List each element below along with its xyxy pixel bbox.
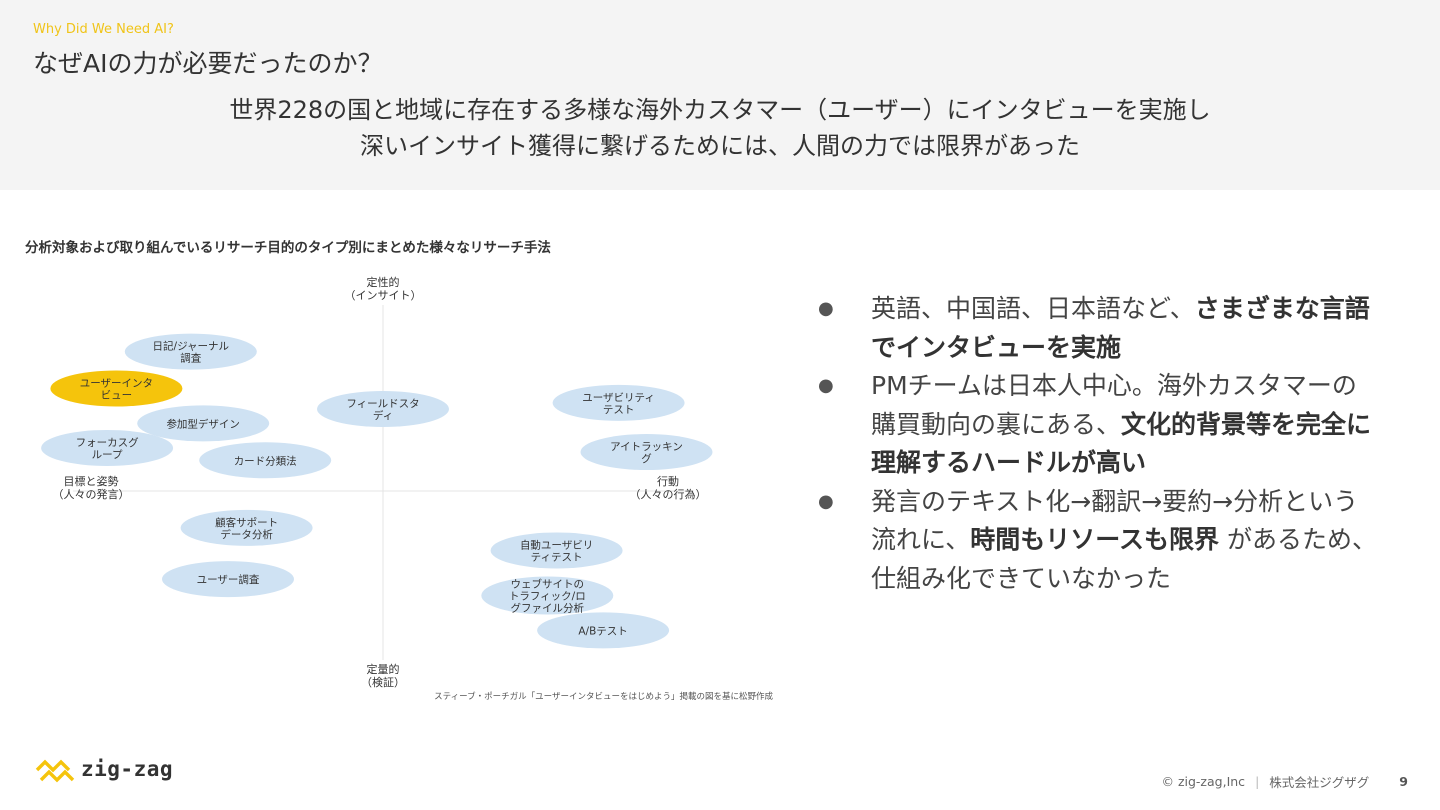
bubble-label: ユーザーインタビュー: [80, 378, 153, 402]
bubble-label: アイトラッキング: [610, 441, 683, 465]
footer: © zig-zag,Inc | 株式会社ジグザグ 9: [1161, 772, 1408, 791]
chart-title: 分析対象および取り組んでいるリサーチ目的のタイプ別にまとめた様々なリサーチ手法: [25, 240, 551, 256]
bubble-label: 日記/ジャーナル調査: [153, 340, 230, 365]
bubble-shape: [537, 612, 670, 649]
bubble-shape: [137, 405, 270, 442]
bullet-text: があるため、仕組み化できていなかった: [871, 525, 1377, 593]
bubble-label: フィールドスタディ: [346, 398, 419, 422]
bubble-shape: [180, 509, 313, 546]
axis-label-left: 目標と姿勢（人々の発言）: [53, 474, 130, 501]
bubble-label: A/Bテスト: [578, 625, 627, 637]
method-bubble: 顧客サポートデータ分析: [180, 509, 313, 546]
bullet-text: 発言のテキスト化→翻訳→要約→分析という流れに、: [871, 486, 1359, 555]
eyebrow-label: Why Did We Need AI?: [33, 22, 174, 37]
method-bubble: カード分類法: [199, 442, 332, 479]
bullet-marker: ●: [818, 375, 834, 396]
axis-label-bottom: 定量的（検証）: [361, 662, 405, 689]
lead-statement: 世界228の国と地域に存在する多様な海外カスタマー（ユーザー）にインタビューを実…: [0, 92, 1440, 164]
bubble-label: 自動ユーザビリティテスト: [520, 538, 593, 563]
bullet-emphasis: さまざまな言語でインタビューを実施: [871, 294, 1370, 362]
bullet-item: ● PMチームは日本人中心。海外カスタマーの購買動向の裏にある、文化的背景等を完全…: [818, 367, 1378, 483]
bubble-label: フォーカスグループ: [76, 436, 139, 461]
method-bubble: 日記/ジャーナル調査: [124, 333, 257, 370]
method-bubble: フォーカスグループ: [41, 429, 174, 466]
bubble-label: ユーザー調査: [197, 573, 260, 586]
method-bubble: ウェブサイトのトラフィック/ログファイル分析: [481, 576, 614, 615]
method-bubble: ユーザーインタビュー: [50, 370, 183, 407]
bubble-label: 参加型デザイン: [166, 417, 240, 430]
lead-line: 深いインサイト獲得に繋げるためには、人間の力では限界があった: [360, 132, 1080, 160]
bubble-shape: [580, 434, 713, 471]
highlight-bubble-shape: [50, 370, 183, 407]
bubble-shape: [317, 391, 449, 427]
zigzag-logo-icon: [35, 759, 75, 783]
bubble-shape: [199, 442, 332, 479]
bullet-emphasis: 文化的背景等を完全に理解するハードルが高い: [871, 409, 1372, 478]
bubble-label: ユーザビリティテスト: [582, 392, 655, 416]
axes-layer: 定性的（インサイト） 定量的（検証） 目標と姿勢（人々の発言） 行動（人々の行為）: [53, 275, 707, 689]
company-name: 株式会社ジグザグ: [1269, 775, 1370, 790]
bullet-marker: ●: [818, 490, 834, 512]
logo-wordmark: zig-zag: [81, 757, 174, 781]
lead-line: 世界228の国と地域に存在する多様な海外カスタマー（ユーザー）にインタビューを実…: [229, 96, 1211, 124]
copyright-text: © zig-zag,Inc: [1161, 774, 1246, 789]
bubble-label: 顧客サポートデータ分析: [215, 516, 278, 541]
bubble-label: ウェブサイトのトラフィック/ログファイル分析: [509, 578, 586, 615]
source-note: スティーブ・ポーチガル「ユーザーインタビューをはじめよう」掲載の図を基に松野作成: [434, 691, 773, 702]
axis-label-right: 行動（人々の行為）: [630, 474, 707, 501]
method-bubble: アイトラッキング: [580, 434, 713, 471]
method-bubble: ユーザビリティテスト: [552, 384, 685, 421]
footer-divider: |: [1255, 774, 1260, 789]
header-band: Why Did We Need AI? なぜAIの力が必要だったのか？ 世界22…: [0, 0, 1440, 190]
bubble-shape: [490, 532, 623, 569]
bubble-shape: [481, 576, 614, 615]
bullet-item: ● 英語、中国語、日本語など、さまざまな言語でインタビューを実施: [818, 290, 1378, 367]
bubble-shape: [124, 333, 257, 370]
bullet-text: PMチームは日本人中心。海外カスタマーの購買動向の裏にある、: [871, 371, 1357, 439]
method-bubble: 参加型デザイン: [137, 405, 270, 442]
research-methods-matrix: 定性的（インサイト） 定量的（検証） 目標と姿勢（人々の発言） 行動（人々の行為） 日…: [41, 275, 773, 702]
method-bubble: 自動ユーザビリティテスト: [490, 532, 623, 569]
bullet-text: 英語、中国語、日本語など、: [871, 294, 1195, 323]
bullet-emphasis: 時間もリソースも限界: [970, 525, 1220, 554]
bubble-shape: [162, 561, 294, 598]
method-bubble: ユーザー調査: [162, 561, 294, 598]
method-bubble: フィールドスタディ: [317, 391, 449, 427]
method-bubble: A/Bテスト: [537, 612, 670, 649]
page-title: なぜAIの力が必要だったのか？: [33, 49, 383, 78]
bullet-list: ● 英語、中国語、日本語など、さまざまな言語でインタビューを実施 ● PMチームは日本…: [818, 290, 1378, 598]
bubble-shape: [552, 384, 685, 421]
bubble-shape: [41, 429, 174, 466]
bullet-item: ● 発言のテキスト化→翻訳→要約→分析という流れに、時間もリソースも限界 があるた…: [818, 483, 1378, 599]
page-number: 9: [1399, 774, 1408, 789]
axis-label-top: 定性的（インサイト）: [345, 275, 422, 302]
bubble-label: カード分類法: [234, 454, 297, 467]
points-layer: 日記/ジャーナル調査ユーザーインタビュー参加型デザインフォーカスグループカード分…: [41, 333, 713, 649]
company-logo: zig-zag: [35, 754, 173, 784]
bullet-marker: ●: [818, 298, 834, 319]
